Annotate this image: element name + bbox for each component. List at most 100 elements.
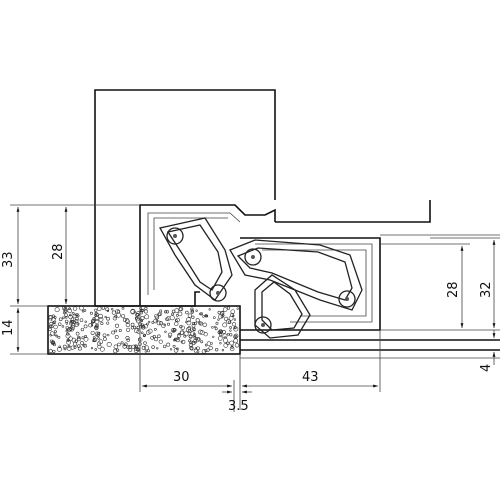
- speckle: [120, 341, 124, 345]
- speckle: [146, 322, 149, 326]
- speckle: [234, 343, 240, 348]
- speckle: [208, 308, 211, 311]
- speckle: [65, 333, 71, 339]
- dim-4: 4: [479, 364, 494, 372]
- speckle: [112, 348, 118, 354]
- speckle: [233, 334, 238, 339]
- speckle: [94, 324, 98, 328]
- speckle: [173, 337, 178, 342]
- speckle: [150, 335, 155, 340]
- speckle: [117, 342, 121, 347]
- speckle: [68, 321, 74, 326]
- speckle: [125, 335, 130, 341]
- speckle: [75, 331, 80, 336]
- speckle: [76, 337, 82, 342]
- speckle: [205, 314, 209, 318]
- speckle: [159, 321, 163, 326]
- speckle: [114, 335, 119, 339]
- speckle: [144, 314, 150, 320]
- speckle: [79, 305, 84, 311]
- speckle: [134, 346, 139, 351]
- speckle: [210, 342, 213, 345]
- speckle: [114, 323, 120, 328]
- speckle: [94, 319, 100, 325]
- speckle: [165, 310, 169, 314]
- speckle: [126, 327, 131, 332]
- speckle: [191, 315, 195, 319]
- door-frame: [94, 89, 276, 307]
- speckle: [63, 308, 68, 313]
- speckle: [62, 344, 67, 349]
- speckle: [135, 344, 138, 348]
- speckle: [48, 349, 53, 354]
- speckle: [58, 345, 62, 349]
- speckle: [188, 334, 193, 339]
- speckle: [73, 341, 78, 346]
- speckle: [140, 323, 144, 327]
- speckle: [83, 309, 87, 312]
- speckle: [222, 322, 228, 328]
- speckle: [88, 323, 93, 328]
- speckle: [102, 333, 107, 338]
- speckle: [192, 321, 196, 325]
- dim-30: 30: [173, 370, 190, 385]
- speckle: [195, 337, 199, 340]
- speckle: [106, 321, 110, 325]
- speckle: [72, 306, 78, 311]
- speckle: [74, 319, 79, 324]
- speckle: [84, 320, 87, 323]
- speckle: [231, 314, 235, 318]
- speckle: [76, 322, 80, 326]
- speckle: [97, 331, 101, 335]
- speckle: [92, 317, 96, 321]
- speckle: [136, 348, 140, 352]
- speckle: [172, 344, 176, 348]
- speckle: [130, 322, 135, 327]
- speckle: [134, 328, 139, 334]
- speckle: [62, 306, 66, 311]
- speckle: [158, 311, 163, 316]
- speckle: [53, 324, 58, 330]
- speckle: [166, 322, 171, 326]
- speckle: [187, 329, 192, 334]
- speckle: [186, 320, 192, 326]
- speckle: [111, 330, 115, 335]
- speckle: [97, 344, 102, 349]
- speckle: [49, 324, 54, 329]
- speckle: [227, 306, 231, 310]
- speckle: [218, 314, 224, 320]
- speckle: [175, 337, 181, 343]
- speckle: [53, 333, 57, 337]
- speckle: [188, 339, 192, 343]
- speckle: [217, 330, 222, 335]
- speckle: [70, 326, 73, 329]
- speckle: [163, 323, 166, 327]
- speckle: [94, 316, 100, 322]
- speckle: [143, 323, 149, 329]
- speckle: [134, 316, 138, 320]
- speckle: [56, 346, 62, 352]
- speckle: [49, 331, 55, 336]
- speckle: [69, 320, 73, 323]
- speckle: [214, 325, 217, 329]
- speckle: [126, 338, 130, 342]
- dimension-lines: [10, 204, 500, 412]
- speckle: [54, 307, 60, 313]
- speckle: [57, 336, 61, 339]
- speckle: [211, 326, 214, 329]
- speckle: [193, 321, 197, 326]
- speckle: [68, 314, 73, 320]
- speckle: [67, 326, 73, 332]
- speckle: [226, 319, 231, 324]
- speckle: [163, 344, 167, 349]
- speckle: [193, 348, 198, 353]
- speckle: [114, 329, 118, 333]
- speckle: [202, 322, 208, 327]
- speckle: [142, 334, 146, 338]
- dim-28-left: 28: [51, 243, 66, 260]
- speckle: [229, 346, 235, 352]
- speckle: [53, 330, 57, 334]
- speckle: [96, 341, 102, 346]
